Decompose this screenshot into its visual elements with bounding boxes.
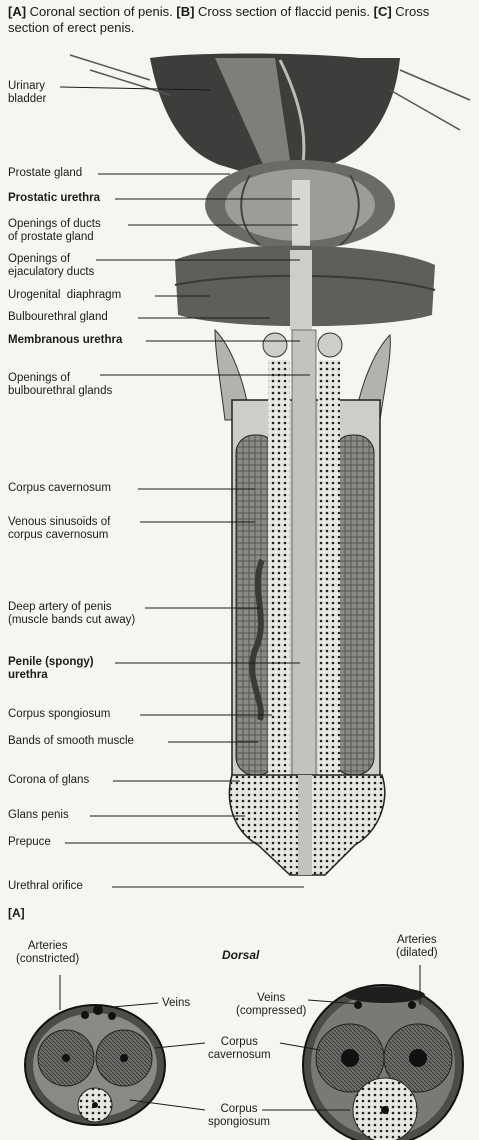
label-prostate-gland: Prostate gland xyxy=(8,167,82,180)
label-urinary-bladder: Urinary bladder xyxy=(8,80,46,106)
label-penile-urethra: Penile (spongy) urethra xyxy=(8,656,94,682)
bulbourethral-gland-right xyxy=(318,333,342,357)
label-deep-artery: Deep artery of penis (muscle bands cut a… xyxy=(8,601,135,627)
prostate-drawing xyxy=(205,160,395,250)
cross-section-flaccid xyxy=(25,975,165,1125)
label-bulbourethral-gland: Bulbourethral gland xyxy=(8,311,108,324)
penile-shaft-drawing xyxy=(232,330,380,850)
label-openings-ducts-prostate: Openings of ducts of prostate gland xyxy=(8,218,101,244)
label-arteries-dilated: Arteries (dilated) xyxy=(396,934,438,960)
label-glans-penis: Glans penis xyxy=(8,809,69,822)
label-cross-corpus-spongiosum: Corpus spongiosum xyxy=(208,1103,270,1129)
label-cross-corpus-cavernosum: Corpus cavernosum xyxy=(208,1036,271,1062)
label-arteries-constricted: Arteries (constricted) xyxy=(16,940,79,966)
urogenital-diaphragm-drawing xyxy=(175,246,435,330)
panel-tag-a: [A] xyxy=(8,906,25,920)
bulbourethral-gland-left xyxy=(263,333,287,357)
glans-drawing xyxy=(229,775,384,875)
label-dorsal: Dorsal xyxy=(222,948,259,962)
label-urogenital-diaphragm: Urogenital diaphragm xyxy=(8,289,121,302)
urinary-bladder-drawing xyxy=(70,54,470,181)
label-veins-compressed: Veins (compressed) xyxy=(236,992,306,1018)
label-corona-glans: Corona of glans xyxy=(8,774,89,787)
label-corpus-spongiosum: Corpus spongiosum xyxy=(8,708,110,721)
label-openings-bulbourethral: Openings of bulbourethral glands xyxy=(8,372,112,398)
label-bands-smooth-muscle: Bands of smooth muscle xyxy=(8,735,134,748)
label-corpus-cavernosum: Corpus cavernosum xyxy=(8,482,111,495)
cross-section-erect xyxy=(303,965,463,1140)
label-openings-ejaculatory: Openings of ejaculatory ducts xyxy=(8,253,94,279)
label-prepuce: Prepuce xyxy=(8,836,51,849)
label-venous-sinusoids: Venous sinusoids of corpus cavernosum xyxy=(8,516,110,542)
label-urethral-orifice: Urethral orifice xyxy=(8,880,83,893)
label-prostatic-urethra: Prostatic urethra xyxy=(8,192,100,205)
label-membranous-urethra: Membranous urethra xyxy=(8,334,122,347)
label-veins: Veins xyxy=(162,997,190,1010)
